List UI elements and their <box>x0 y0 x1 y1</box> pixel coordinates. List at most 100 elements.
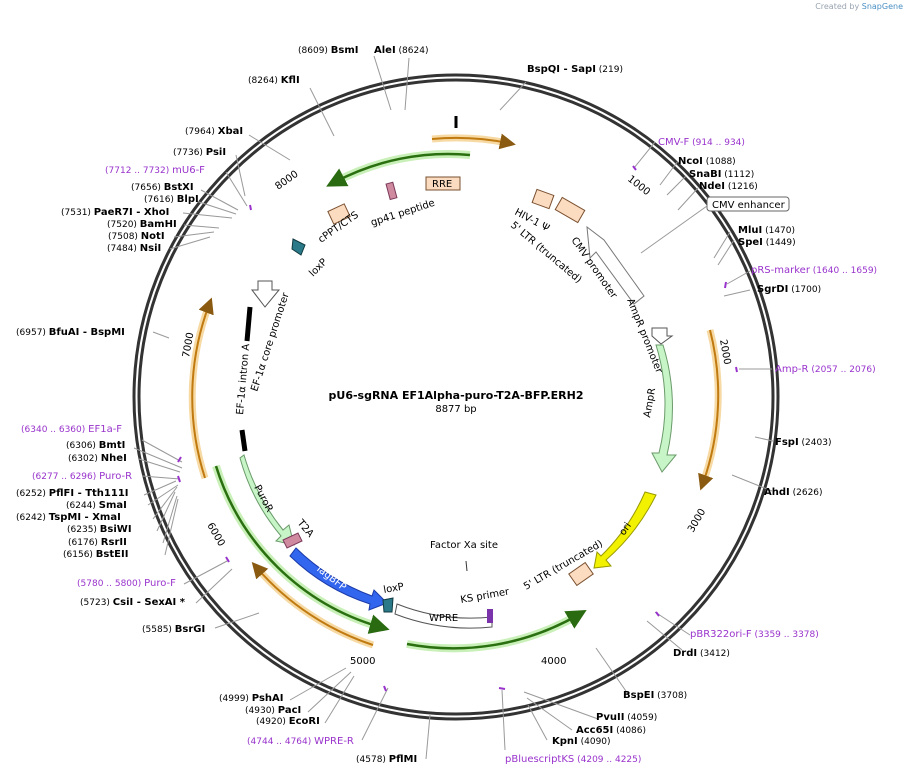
site-coordinate: (6156) <box>63 550 96 560</box>
site-name: SgrDI <box>757 284 788 295</box>
site-name: NdeI <box>699 181 725 192</box>
factor-xa-mark <box>465 560 468 572</box>
site-coordinate: (2057 .. 2076) <box>809 365 876 375</box>
enzyme-label: (6252) PflFI - Tth111I <box>16 488 129 499</box>
site-name: mU6-F <box>172 165 205 176</box>
ef1a-intron-end <box>239 429 248 452</box>
site-name: BmtI <box>99 440 126 451</box>
enzyme-label: NcoI (1088) <box>678 156 736 167</box>
enzyme-label: (6302) NheI <box>68 453 127 464</box>
site-coordinate: (7484) <box>107 244 140 254</box>
site-name: XbaI <box>218 126 243 137</box>
rre-feature <box>425 176 461 191</box>
plasmid-name: pU6-sgRNA EF1Alpha-puro-T2A-BFP.ERH2 <box>329 389 584 402</box>
tick-label: 8000 <box>273 169 300 193</box>
site-coordinate: (7736) <box>173 148 206 158</box>
enzyme-label: (6957) BfuAI - BspMI <box>16 327 125 338</box>
site-coordinate: (3359 .. 3378) <box>752 630 819 640</box>
site-coordinate: (4999) <box>219 694 252 704</box>
site-name: pRS-marker <box>751 265 811 276</box>
enzyme-label: SpeI (1449) <box>738 237 796 248</box>
green-arrow-left <box>214 465 390 634</box>
site-coordinate: (2403) <box>799 438 832 448</box>
site-coordinate: (4090) <box>578 737 611 747</box>
tick-label: 4000 <box>541 656 566 667</box>
tick-label: 2000 <box>717 339 732 366</box>
enzyme-label: (7964) XbaI <box>185 126 243 137</box>
site-coordinate: (7964) <box>185 127 218 137</box>
primer-label: (4744 .. 4764) WPRE-R <box>247 736 354 747</box>
site-name: AhdI <box>764 487 790 498</box>
site-coordinate: (5723) <box>80 598 113 608</box>
site-name: Acc65I <box>576 725 613 736</box>
site-coordinate: (1216) <box>725 182 758 192</box>
site-coordinate: (5780 .. 5800) <box>77 579 144 589</box>
site-name: pBR322ori-F <box>690 629 752 640</box>
ampr-feature <box>651 344 678 473</box>
hiv1-psi-feature <box>531 188 555 210</box>
loxp-bottom-feature <box>382 597 394 613</box>
site-name: BsrGI <box>175 624 205 635</box>
feature-label-loxp-bottom: loxP <box>383 582 405 596</box>
site-coordinate: (7508) <box>108 232 141 242</box>
site-coordinate: (4920) <box>256 717 289 727</box>
enzyme-label: (7484) NsiI <box>107 243 161 254</box>
site-name-extra: - SapI <box>560 64 596 75</box>
site-coordinate: (4086) <box>613 726 646 736</box>
enzyme-label: Acc65I (4086) <box>576 725 646 736</box>
primer-label: Amp-R (2057 .. 2076) <box>775 364 876 375</box>
enzyme-label: AhdI (2626) <box>764 487 823 498</box>
puror-feature <box>239 454 295 546</box>
feature-label-puror: PuroR <box>251 483 274 514</box>
backbone-inner <box>137 78 775 716</box>
enzyme-label: PvuII (4059) <box>596 712 657 723</box>
site-coordinate: (3708) <box>654 691 687 701</box>
site-coordinate: (7656) <box>131 183 164 193</box>
site-coordinate: (1449) <box>763 238 796 248</box>
primer-label: (5780 .. 5800) Puro-F <box>77 578 176 589</box>
loxp-left-feature <box>291 238 306 256</box>
site-coordinate: (6957) <box>16 328 49 338</box>
enzyme-label: (7736) PsiI <box>173 147 226 158</box>
enzyme-label: (8609) BsmI <box>298 45 359 56</box>
t2a-feature <box>282 532 303 549</box>
feature-label-ef1a-core: EF-1α core promoter <box>249 291 292 393</box>
site-coordinate: (4209 .. 4225) <box>574 755 641 765</box>
site-name: NcoI <box>678 156 703 167</box>
site-name-extra: - XhoI <box>133 207 170 218</box>
site-coordinate: (4930) <box>245 706 278 716</box>
site-coordinate: (7531) <box>61 208 94 218</box>
enzyme-label: (4999) PshAI <box>219 693 283 704</box>
site-coordinate: (6252) <box>16 489 49 499</box>
site-name: RsrII <box>101 537 127 548</box>
site-name: DrdI <box>673 648 697 659</box>
enzyme-label: (7508) NotI <box>108 231 165 242</box>
site-coordinate: (6235) <box>67 525 100 535</box>
plasmid-length: 8877 bp <box>435 404 476 415</box>
site-leaders <box>133 55 774 760</box>
site-coordinate: (4059) <box>624 713 657 723</box>
site-name: AleI <box>374 45 396 56</box>
ltr-top-feature <box>554 196 586 224</box>
enzyme-label: (6242) TspMI - XmaI <box>16 512 121 523</box>
site-name: SnaBI <box>689 169 721 180</box>
site-name: PvuII <box>596 712 624 723</box>
site-name: CMV-F <box>658 137 689 148</box>
enzyme-label: (5723) CsiI - SexAI * <box>80 597 186 608</box>
site-coordinate: (1700) <box>788 285 821 295</box>
site-name: SmaI <box>99 500 127 511</box>
enzyme-label: (4578) PflMI <box>356 754 417 765</box>
tick-label: 5000 <box>350 656 375 667</box>
site-name: PaeR7I <box>94 207 133 218</box>
enzyme-label: NdeI (1216) <box>699 181 758 192</box>
feature-label-ks-primer: KS primer <box>460 586 511 606</box>
gp41-feature <box>385 181 398 201</box>
site-name: PflFI <box>49 488 74 499</box>
site-coordinate: (7520) <box>107 220 140 230</box>
enzyme-label: (7520) BamHI <box>107 219 177 230</box>
site-coordinate: (6340 .. 6360) <box>21 425 88 435</box>
site-name: PsiI <box>206 147 226 158</box>
ef1a-core-promoter-arrow <box>250 280 281 308</box>
site-coordinate: (7712 .. 7732) <box>105 166 172 176</box>
